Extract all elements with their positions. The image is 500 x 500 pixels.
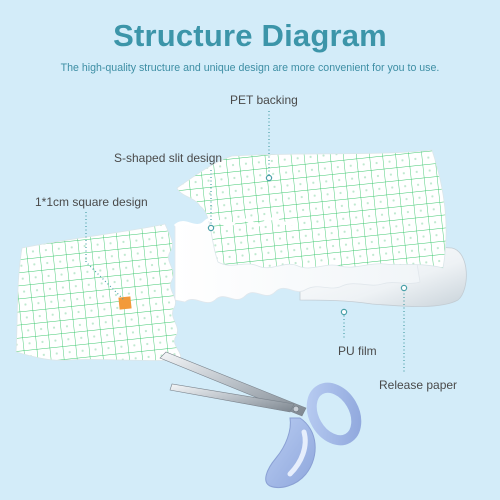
label-release-paper: Release paper: [379, 378, 458, 392]
diagram-subtitle: The high-quality structure and unique de…: [60, 62, 440, 74]
diagram-title: Structure Diagram: [113, 18, 387, 53]
callout-lines: [85, 111, 405, 372]
scissors-icon: [159, 351, 362, 488]
label-square-design: 1*1cm square design: [35, 195, 148, 209]
label-s-shaped-slit: S-shaped slit design: [114, 151, 223, 165]
callout-dots: [207, 174, 408, 316]
pet-backing-sheet: [176, 149, 447, 269]
label-pet-backing: PET backing: [230, 93, 298, 107]
s-shaped-slit: [173, 217, 296, 228]
square-grid-sheet: [15, 223, 182, 361]
label-pu-film: PU film: [338, 344, 377, 358]
square-highlight: [118, 296, 132, 310]
